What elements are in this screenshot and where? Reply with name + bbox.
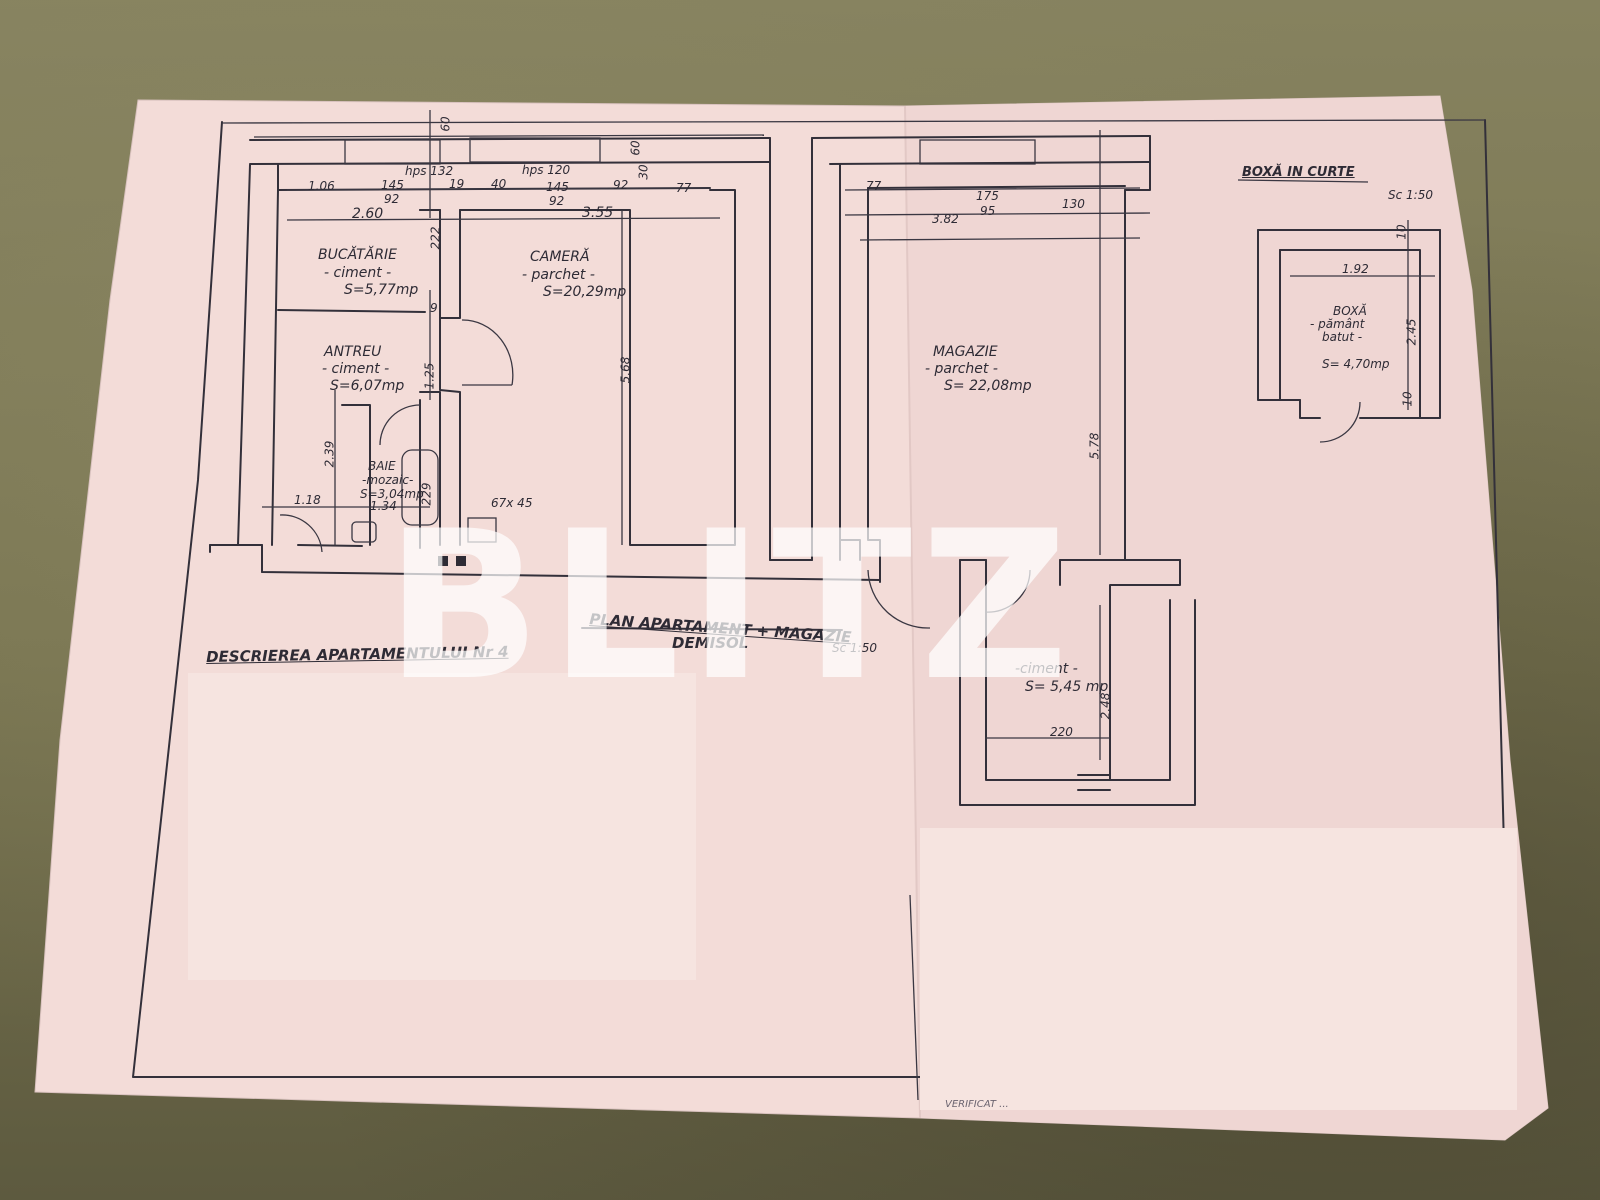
room-area-baie: S=3,04mp	[360, 487, 424, 501]
dim-92c: 92	[613, 178, 629, 192]
room-floor-bucatarie: - ciment -	[324, 265, 392, 281]
dim-hps120: hps 120	[522, 163, 571, 177]
dim-92b: 92	[549, 194, 565, 208]
room-name-boxa: BOXĂ	[1333, 304, 1367, 318]
dim-19: 19	[449, 177, 465, 191]
dim-10a: 10	[1394, 224, 1409, 240]
plan-scale: Sc 1:50	[832, 641, 877, 655]
room-name-antreu: ANTREU	[324, 344, 382, 360]
room-floor-boxa-1: - pământ	[1310, 317, 1365, 331]
dim-hps132: hps 132	[405, 164, 454, 178]
room-area-boxa: S= 4,70mp	[1322, 357, 1390, 371]
dim-382: 3.82	[932, 212, 959, 226]
dim-60a: 60	[438, 116, 453, 132]
apartment-dimension-lines	[253, 110, 765, 545]
door-arc-baie	[379, 404, 421, 446]
room-area-debara: S= 5,45 mp	[1025, 679, 1109, 695]
door-arc-boxa	[1319, 401, 1361, 443]
room-name-baie: BAIE	[368, 459, 396, 473]
dim-222: 222	[428, 226, 443, 250]
frame-top	[221, 119, 1486, 124]
dim-30: 30	[636, 164, 651, 180]
title-underline	[581, 627, 843, 631]
dim-568: 5.68	[618, 356, 633, 384]
dim-134: 1.34	[370, 499, 397, 513]
meter-mark-1	[438, 556, 448, 566]
dim-578: 5.78	[1087, 432, 1102, 460]
room-floor-baie: -mozaic-	[362, 473, 414, 487]
dim-175: 175	[976, 189, 999, 203]
dim-95: 95	[980, 204, 996, 218]
dim-192: 1.92	[1342, 262, 1369, 276]
dim-67x45: 67x 45	[491, 496, 533, 510]
boxa-title-underline	[1237, 179, 1369, 183]
room-name-camera: CAMERĂ	[530, 249, 590, 265]
magazie-walls	[811, 135, 1196, 806]
room-floor-antreu: - ciment -	[322, 361, 390, 377]
meter-mark-2	[456, 556, 466, 566]
boxa-section-title: BOXĂ IN CURTE	[1242, 165, 1355, 180]
dim-145a: 145	[381, 178, 404, 192]
dim-130: 130	[1062, 197, 1085, 211]
room-name-bucatarie: BUCĂTĂRIE	[318, 247, 398, 263]
footer-frame-line	[909, 894, 919, 1101]
dim-60b: 60	[628, 140, 643, 156]
boxa-dimension-lines	[1290, 220, 1435, 410]
sink	[351, 521, 377, 543]
stove	[467, 517, 497, 543]
dim-40: 40	[491, 177, 507, 191]
redacted-area-right	[920, 828, 1517, 1110]
dim-92a: 92	[384, 192, 400, 206]
magazie-dimension-lines	[844, 130, 1151, 760]
room-name-magazie: MAGAZIE	[933, 344, 998, 360]
bathtub	[401, 449, 439, 526]
dim-106: 1.06	[308, 179, 335, 193]
dim-245: 2.45	[1404, 318, 1419, 346]
dim-118: 1.18	[294, 493, 321, 507]
room-area-camera: S=20,29mp	[543, 284, 627, 300]
dim-145b: 145	[546, 180, 569, 194]
door-arc-entry	[279, 514, 323, 553]
room-floor-magazie: - parchet -	[925, 361, 998, 377]
paper-fold	[904, 105, 921, 1119]
redacted-area-left	[188, 673, 696, 980]
dim-77a: 77	[676, 181, 692, 195]
plan-subtitle: DEMISOL	[672, 634, 749, 652]
dim-77b: 77	[866, 179, 882, 193]
dim-248: 2.48	[1098, 692, 1113, 720]
drawing-frame	[132, 119, 1511, 1078]
dim-355: 3.55	[582, 205, 614, 221]
apartment-walls	[209, 137, 881, 581]
footer-stamp: VERIFICAT ...	[945, 1099, 1009, 1110]
dim-125: 1.25	[422, 362, 437, 390]
boxa-walls	[1257, 229, 1441, 419]
dim-10b: 10	[1400, 391, 1415, 407]
door-arc-debara	[984, 569, 1031, 613]
door-arc-antreu	[461, 319, 514, 386]
boxa-section-scale: Sc 1:50	[1388, 188, 1433, 202]
dim-220: 220	[1050, 725, 1073, 739]
room-floor-camera: - parchet -	[522, 267, 595, 283]
room-area-magazie: S= 22,08mp	[944, 378, 1032, 394]
room-floor-boxa-2: batut -	[1322, 330, 1363, 344]
blitz-watermark: BLITZ	[385, 488, 1077, 726]
dim-260: 2.60	[352, 206, 384, 222]
room-area-bucatarie: S=5,77mp	[344, 282, 419, 298]
dim-9: 9	[430, 301, 438, 315]
room-floor-debara: -ciment -	[1015, 661, 1078, 677]
door-arc-magazie	[867, 569, 931, 629]
dim-239: 2.39	[322, 440, 337, 468]
room-area-antreu: S=6,07mp	[330, 378, 405, 394]
